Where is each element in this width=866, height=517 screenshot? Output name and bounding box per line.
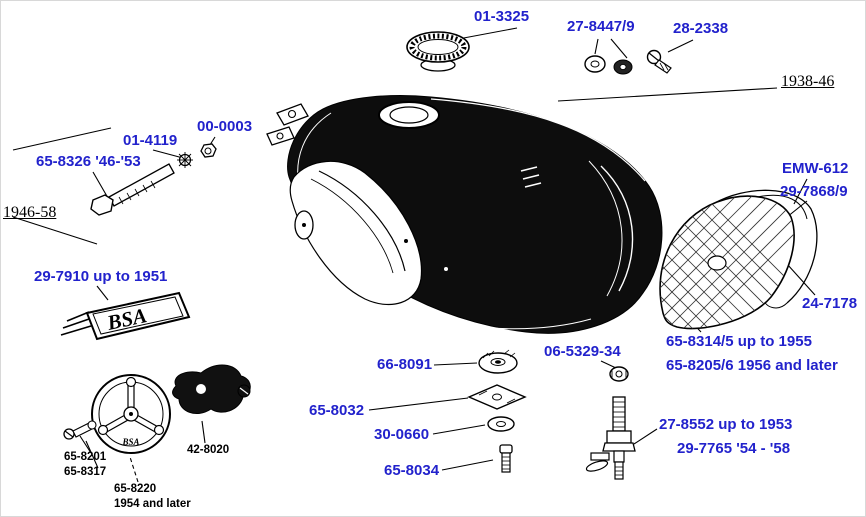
year-range-1938-46: 1938-46 — [781, 73, 835, 90]
wing-badge-illustration: BSA — [60, 291, 191, 341]
rear-nut-illustration — [609, 366, 629, 382]
part-label-badge-screw: 65-8201 — [64, 451, 107, 463]
part-label-rear-nut: 06-5329-34 — [544, 343, 621, 360]
fuel-tank-illustration — [266, 95, 663, 334]
mount-bolt-illustration — [499, 444, 513, 473]
part-label-mount-washer: 30-0660 — [374, 426, 430, 443]
part-label-tap-up-1953: 27-8552 up to 1953 — [659, 416, 793, 433]
part-label-mount-plate: 65-8032 — [309, 402, 365, 419]
part-label-badge-bracket: 42-8020 — [187, 444, 230, 456]
fuel-tap-illustration — [585, 396, 636, 480]
fuel-cap-illustration — [406, 31, 470, 72]
part-label-emw-612: EMW-612 — [782, 160, 849, 177]
tank-bolt-illustration — [90, 143, 217, 216]
part-label-tap-54-58: 29-7765 '54 - '58 — [677, 440, 791, 457]
part-label-kneegrip: 29-7868/9 — [780, 183, 848, 200]
round-badge-years: 1954 and later — [114, 498, 191, 510]
part-label-grommet: 66-8091 — [377, 356, 433, 373]
part-label-grille-up-1955: 65-8314/5 up to 1955 — [666, 333, 812, 350]
part-label-wing-badge: 29-7910 up to 1951 — [34, 268, 168, 285]
round-badge-text: BSA — [121, 437, 139, 447]
round-badge-illustration: BSA — [91, 374, 171, 454]
grommet-illustration — [478, 349, 518, 374]
part-label-round-badge: 65-8220 — [114, 483, 157, 495]
part-label-nut: 00-0003 — [197, 118, 253, 135]
year-range-1946-58: 1946-58 — [3, 204, 57, 221]
part-label-tank-bolt: 65-8326 '46-'53 — [36, 153, 141, 170]
mount-washer-illustration — [487, 416, 515, 432]
part-label-cap: 01-3325 — [474, 8, 530, 25]
part-label-badge-washer: 65-8317 — [64, 466, 107, 478]
badge-screw-illustration — [63, 420, 97, 440]
part-label-cap-washers: 27-8447/9 — [567, 18, 635, 35]
part-label-star-washer: 01-4119 — [123, 132, 178, 149]
part-label-grille-1956: 65-8205/6 1956 and later — [666, 357, 838, 374]
mounting-washers-illustration — [584, 49, 672, 75]
part-label-cap-screw: 28-2338 — [673, 20, 729, 37]
knee-grille-illustration — [659, 195, 795, 330]
badge-bracket-illustration — [172, 364, 251, 414]
part-label-mount-bolt: 65-8034 — [384, 462, 440, 479]
part-label-grille-clip: 24-7178 — [802, 295, 858, 312]
mount-plate-illustration — [467, 384, 527, 410]
